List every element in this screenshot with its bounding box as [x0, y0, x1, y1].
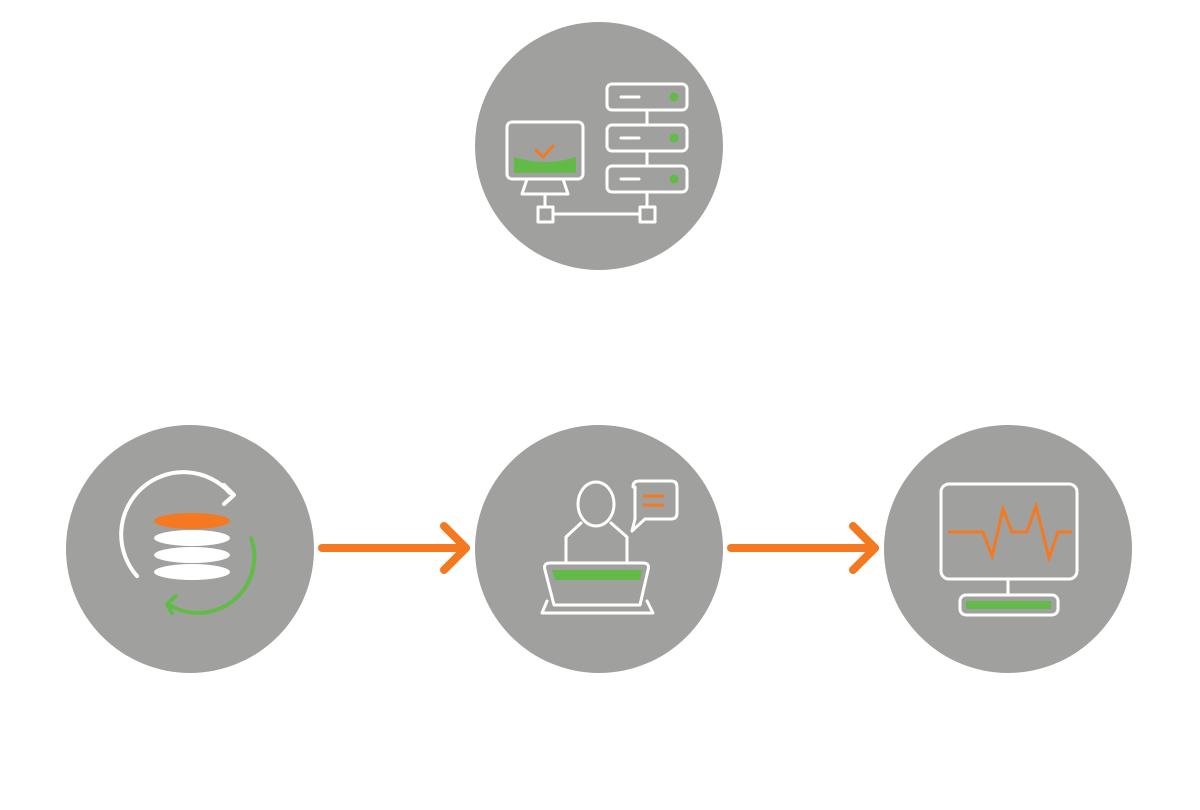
db-disk-top	[154, 513, 230, 529]
arrow-right-icon	[727, 522, 879, 574]
monitor-stand	[520, 177, 570, 196]
node-server-network	[475, 22, 723, 270]
monitor-base	[958, 593, 1060, 617]
support-agent-laptop-icon	[540, 479, 679, 615]
sync-arrow-green	[166, 536, 257, 615]
heartbeat-monitor-icon	[939, 482, 1079, 617]
status-light-1	[669, 92, 679, 102]
monitor-base-fill	[966, 601, 1051, 609]
speech-bubble	[630, 479, 679, 533]
monitor-server-network-icon	[505, 82, 689, 224]
status-light-2	[669, 133, 679, 143]
node-database-sync	[66, 425, 314, 673]
db-disk-4	[154, 564, 230, 580]
arrow-right-icon	[318, 522, 470, 574]
person-shoulder-right	[609, 521, 629, 565]
laptop-screen-fill	[552, 570, 642, 580]
laptop-screen	[543, 561, 650, 607]
person-shoulder-left	[564, 521, 583, 565]
flow-arrow-1	[316, 518, 476, 578]
person-head	[576, 480, 616, 528]
node-support-agent	[475, 425, 723, 673]
database-sync-icon	[119, 470, 257, 615]
network-node-right	[638, 205, 657, 224]
screen-fill	[514, 157, 576, 173]
check-icon	[534, 144, 555, 159]
flow-arrow-2	[725, 518, 885, 578]
laptop-base	[540, 599, 655, 615]
monitor-screen-outline	[505, 120, 585, 181]
status-light-3	[669, 174, 679, 184]
sync-arrow-white	[119, 470, 232, 578]
network-node-left	[536, 205, 555, 224]
node-heartbeat-monitor	[884, 425, 1132, 673]
heartbeat-line	[948, 500, 1072, 564]
db-disk-2	[154, 530, 230, 546]
db-disk-3	[154, 547, 230, 563]
